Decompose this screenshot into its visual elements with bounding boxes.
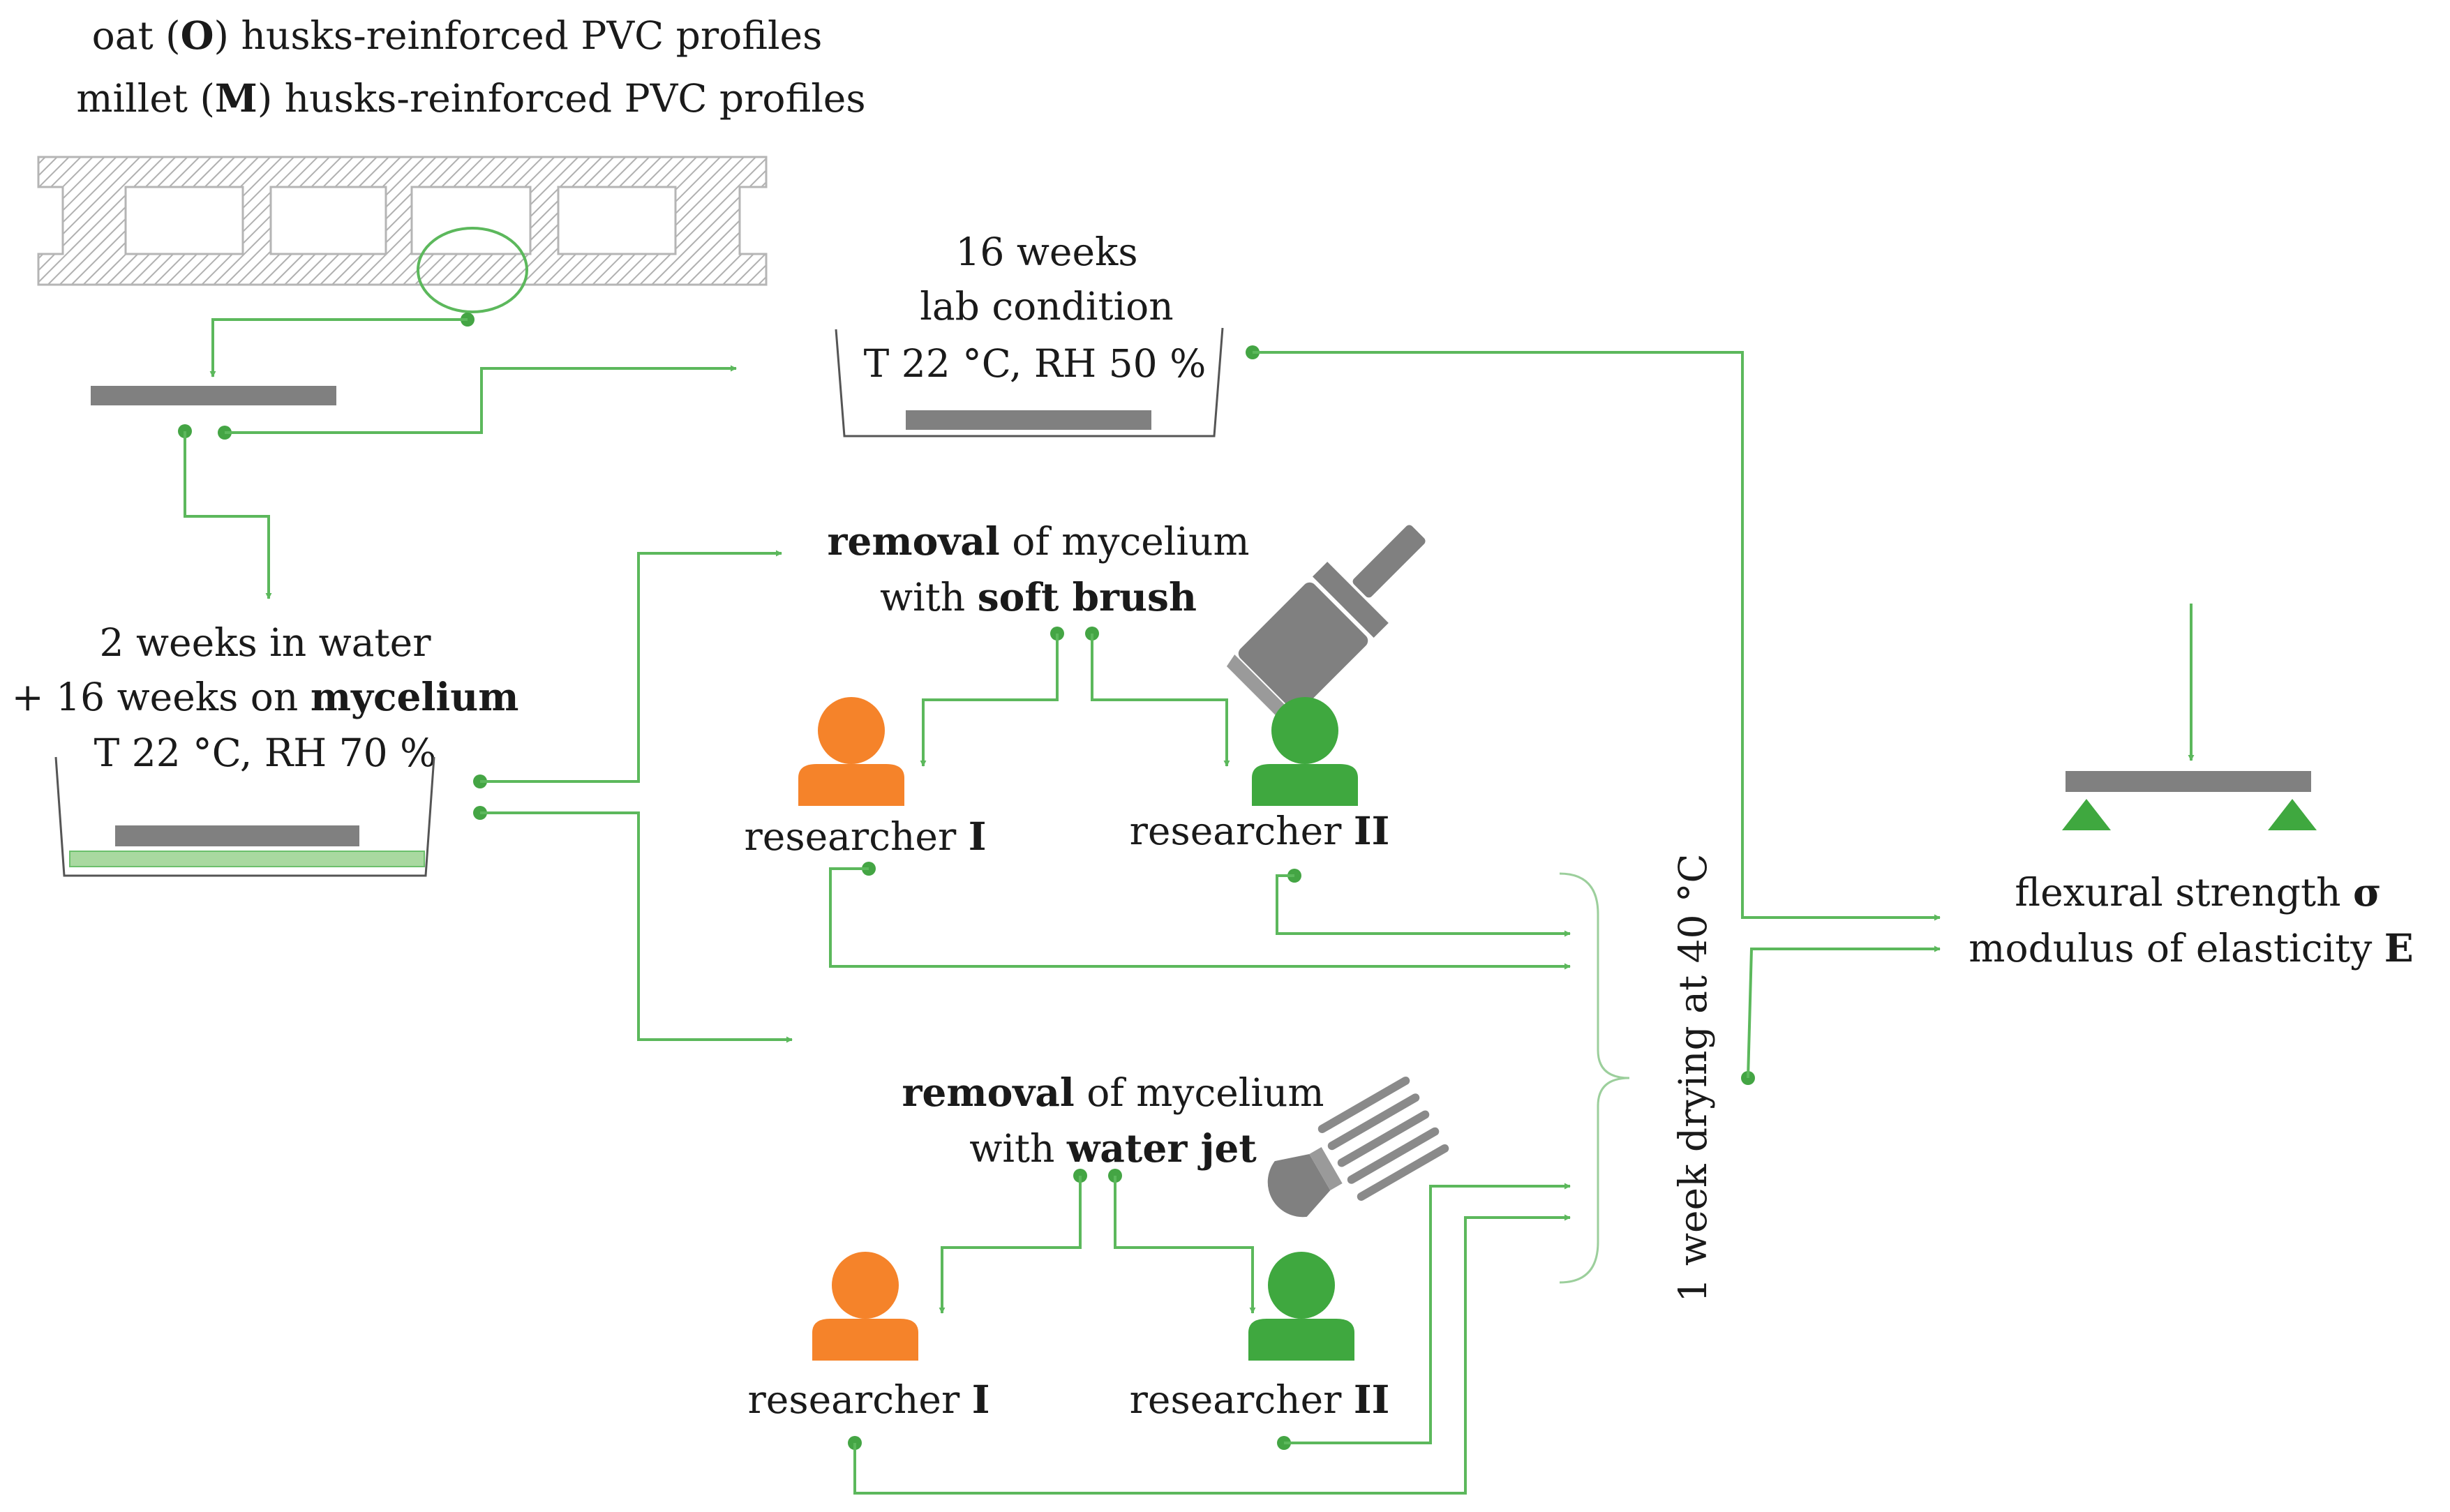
waterjet-researcher-two-label: researcher II bbox=[1130, 1377, 1390, 1422]
drying-brace bbox=[1559, 872, 1630, 1284]
result-modulus: modulus of elasticity E bbox=[1969, 925, 2413, 971]
water-jet-nozzle-icon bbox=[1267, 1076, 1449, 1218]
specimen-bar bbox=[91, 386, 336, 405]
lab-specimen bbox=[906, 410, 1151, 430]
mycelium-tray bbox=[54, 756, 435, 877]
paint-brush-icon bbox=[1226, 525, 1426, 724]
lab-tray bbox=[835, 327, 1224, 437]
title-millet: millet (M) husks-reinforced PVC profiles bbox=[76, 75, 865, 121]
waterjet-title-line1: removal of mycelium bbox=[902, 1070, 1324, 1115]
brush-researcher-one-label: researcher I bbox=[745, 814, 987, 859]
flow-connectors bbox=[178, 313, 1941, 1495]
person-icon bbox=[1252, 697, 1358, 806]
person-icon bbox=[1248, 1252, 1354, 1361]
person-icon bbox=[812, 1252, 918, 1361]
mycelium-specimen bbox=[115, 825, 359, 846]
brush-researcher-two-label: researcher II bbox=[1130, 808, 1390, 853]
waterjet-researcher-one-label: researcher I bbox=[748, 1377, 990, 1422]
brush-title-line2: with soft brush bbox=[880, 574, 1197, 620]
lab-condition-label: lab condition bbox=[920, 284, 1173, 329]
three-point-bending-icon bbox=[2062, 604, 2317, 830]
result-flexural-strength: flexural strength σ bbox=[2015, 869, 2381, 915]
person-icon bbox=[798, 697, 904, 806]
sample-zone-circle bbox=[417, 227, 528, 313]
brush-title-line1: removal of mycelium bbox=[827, 518, 1249, 564]
mycelium-climate: T 22 °C, RH 70 % bbox=[94, 731, 437, 775]
mycelium-layer bbox=[69, 851, 425, 867]
lab-duration: 16 weeks bbox=[955, 230, 1137, 274]
mycelium-water: 2 weeks in water bbox=[100, 620, 432, 665]
title-oat: oat (O) husks-reinforced PVC profiles bbox=[92, 13, 823, 58]
drying-label: 1 week drying at 40 °C bbox=[1671, 853, 1715, 1302]
waterjet-title-line2: with water jet bbox=[969, 1125, 1257, 1171]
lab-climate: T 22 °C, RH 50 % bbox=[864, 341, 1207, 386]
profile-cross-section bbox=[37, 156, 768, 313]
mycelium-duration: + 16 weeks on mycelium bbox=[12, 674, 519, 719]
